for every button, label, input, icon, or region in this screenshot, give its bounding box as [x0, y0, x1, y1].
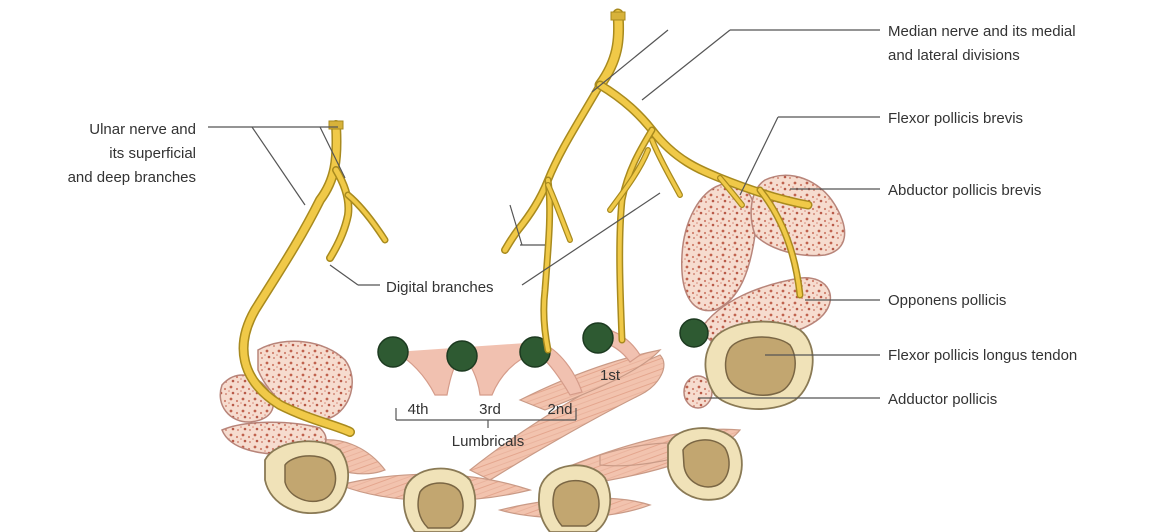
- label-lumbrical-2nd: 2nd: [547, 401, 572, 418]
- label-lumbrical-4th: 4th: [408, 401, 429, 418]
- label-median-nerve-line2: and lateral divisions: [888, 47, 1020, 64]
- label-abductor-pollicis-brevis: Abductor pollicis brevis: [888, 182, 1041, 199]
- label-digital-branches: Digital branches: [386, 279, 494, 296]
- label-lumbrical-1st: 1st: [600, 367, 621, 384]
- label-median-nerve-line1: Median nerve and its medial: [888, 23, 1076, 40]
- flexor-pollicis-brevis-muscle: [682, 183, 756, 311]
- label-lumbricals: Lumbricals: [452, 433, 525, 450]
- abductor-pollicis-brevis-muscle: [751, 175, 844, 255]
- label-ulnar-nerve-line3: and deep branches: [68, 169, 196, 186]
- label-ulnar-nerve-line1: Ulnar nerve and: [89, 121, 196, 138]
- flexor-pollicis-longus-tendon-shape: [705, 322, 812, 409]
- lumbrical-3-node: [447, 341, 477, 371]
- label-opponens-pollicis: Opponens pollicis: [888, 292, 1006, 309]
- label-flexor-pollicis-brevis: Flexor pollicis brevis: [888, 110, 1023, 127]
- label-flexor-pollicis-longus-tendon: Flexor pollicis longus tendon: [888, 347, 1077, 364]
- label-ulnar-nerve-line2: its superficial: [109, 145, 196, 162]
- lumbrical-4-node: [378, 337, 408, 367]
- label-adductor-pollicis: Adductor pollicis: [888, 391, 997, 408]
- lumbrical-1-node: [583, 323, 613, 353]
- flexor-pollicis-longus-node: [680, 319, 708, 347]
- label-lumbrical-3rd: 3rd: [479, 401, 501, 418]
